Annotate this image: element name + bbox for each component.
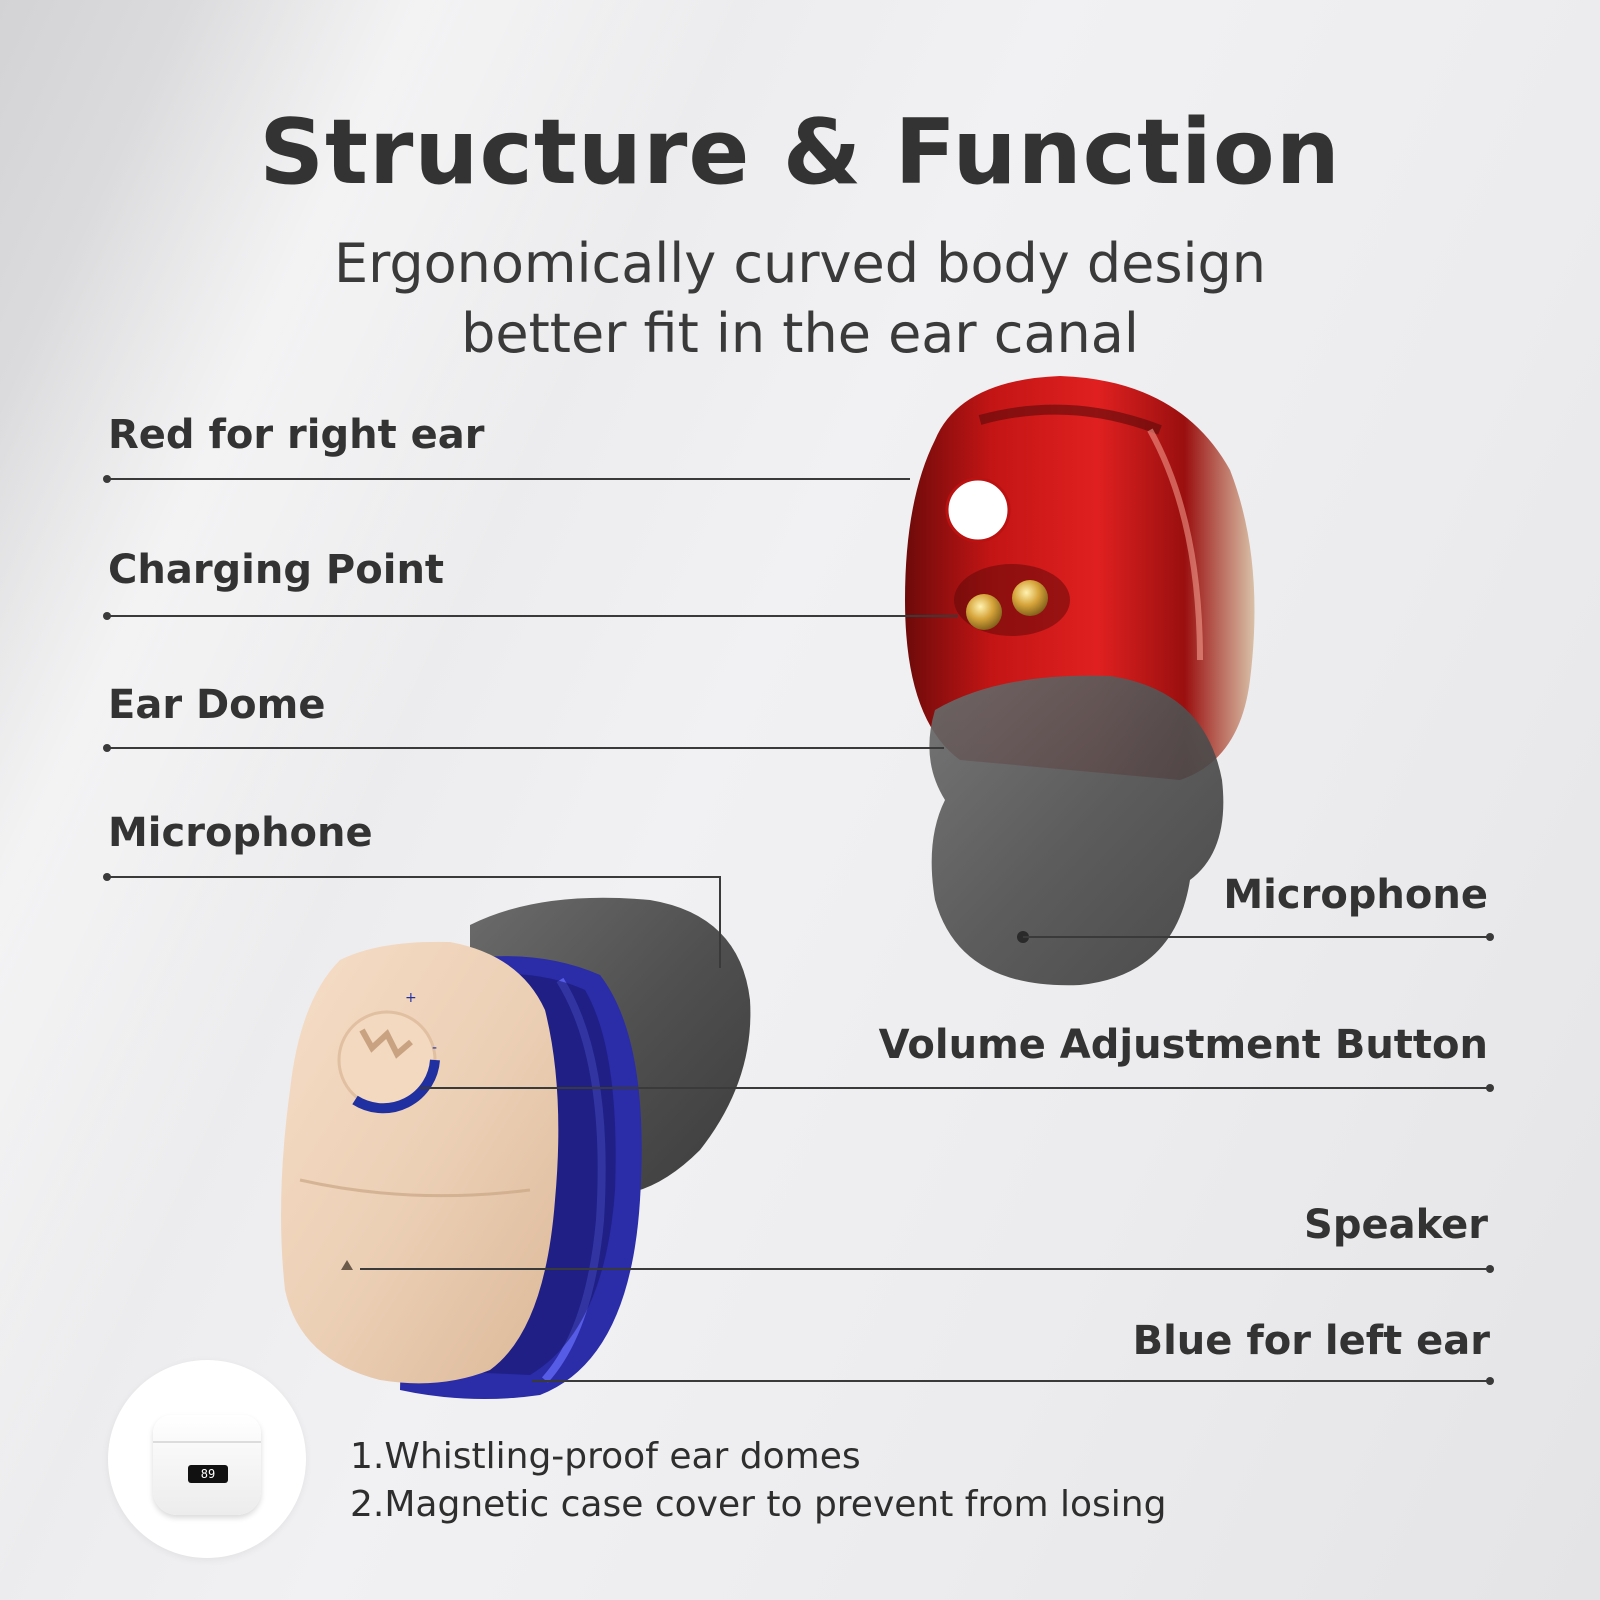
label-red-right-ear: Red for right ear: [108, 412, 485, 458]
volume-arc: [352, 1059, 440, 1114]
leader-lines: [107, 478, 1490, 1382]
svg-text:+: +: [405, 990, 417, 1006]
label-microphone-right: Microphone: [1223, 872, 1488, 918]
label-ear-dome: Ear Dome: [108, 682, 326, 728]
label-charging-point: Charging Point: [108, 547, 445, 593]
charging-pin-icon: [966, 594, 1002, 630]
sensor-dot: [945, 477, 1011, 543]
feature-note-2: 2.Magnetic case cover to prevent from lo…: [350, 1484, 1167, 1525]
charging-case-icon: 89: [153, 1415, 261, 1515]
label-speaker: Speaker: [1304, 1202, 1488, 1248]
label-blue-left-ear: Blue for left ear: [1132, 1318, 1490, 1364]
case-lid-seam: [153, 1441, 261, 1443]
charging-case-badge: 89: [108, 1360, 306, 1558]
left-earbud: + -: [281, 897, 751, 1399]
label-microphone-left: Microphone: [108, 810, 373, 856]
battery-display: 89: [188, 1465, 228, 1483]
page-title: Structure & Function: [259, 100, 1341, 205]
right-earbud: [905, 376, 1255, 986]
leader-dots: [103, 475, 1494, 1385]
speaker-icon: [341, 1260, 353, 1270]
label-volume-adjustment-button: Volume Adjustment Button: [878, 1022, 1488, 1068]
subtitle-line-1: Ergonomically curved body design: [333, 232, 1267, 295]
charging-pin-icon: [1012, 580, 1048, 616]
subtitle-line-2: better fit in the ear canal: [461, 302, 1139, 365]
feature-note-1: 1.Whistling-proof ear domes: [350, 1436, 861, 1477]
ear-dome: [929, 675, 1224, 986]
svg-text:-: -: [432, 1040, 437, 1056]
